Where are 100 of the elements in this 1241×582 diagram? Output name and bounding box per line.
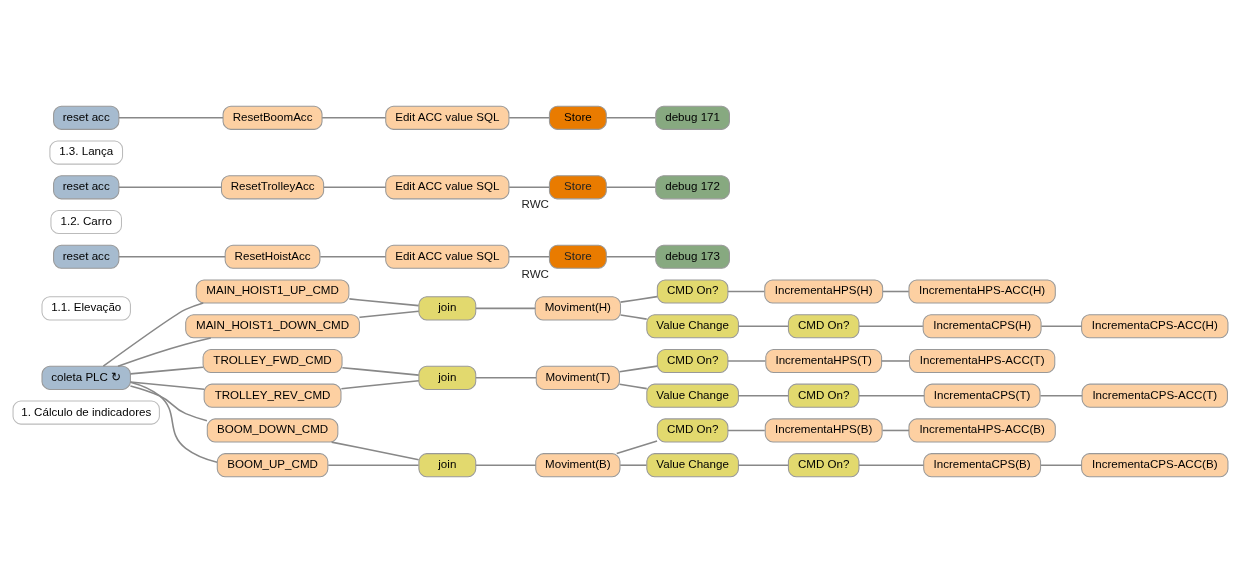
node-box: Value Change xyxy=(646,383,739,408)
node-label: RWC xyxy=(521,267,549,280)
node-box: IncrementaHPS(H) xyxy=(764,278,884,304)
node-box: Edit ACC value SQL xyxy=(385,105,510,130)
node-box: IncrementaCPS-ACC(T) xyxy=(1081,383,1228,408)
connector xyxy=(737,394,789,397)
node-box: coleta PLC ↻ xyxy=(41,365,131,390)
connector xyxy=(102,301,205,367)
connector xyxy=(340,379,420,389)
node-box: TROLLEY_REV_CMD xyxy=(203,383,342,408)
connector xyxy=(727,290,766,292)
connector xyxy=(605,186,657,188)
node-box: Value Change xyxy=(646,452,739,477)
node-box: IncrementaHPS-ACC(H) xyxy=(908,278,1056,304)
node-box: IncrementaCPS(T) xyxy=(923,383,1041,408)
connector xyxy=(348,297,420,306)
connector xyxy=(327,463,420,466)
node-box: IncrementaHPS-ACC(B) xyxy=(908,417,1056,443)
node-box: MAIN_HOIST1_DOWN_CMD xyxy=(185,313,360,338)
node-box: ResetBoomAcc xyxy=(222,105,323,130)
node-box: BOOM_UP_CMD xyxy=(216,452,329,477)
node-box: IncrementaHPS-ACC(T) xyxy=(908,348,1056,373)
node-box: CMD On? xyxy=(787,383,860,408)
connector xyxy=(858,324,924,327)
node-box: Edit ACC value SQL xyxy=(385,174,510,199)
connector xyxy=(330,440,420,460)
node-box: 1.2. Carro xyxy=(50,209,122,234)
connector xyxy=(618,383,648,389)
connector xyxy=(858,463,925,466)
connector xyxy=(737,324,789,327)
connector xyxy=(619,313,648,320)
node-box: ResetHoistAcc xyxy=(224,244,321,269)
node-box: CMD On? xyxy=(656,278,729,304)
node-box: MAIN_HOIST1_UP_CMD xyxy=(195,278,350,304)
connector xyxy=(319,255,387,258)
connector xyxy=(129,380,218,463)
connector xyxy=(358,309,420,318)
node-box: CMD On? xyxy=(656,417,729,443)
node-label: RWC xyxy=(521,197,549,210)
connector xyxy=(618,364,659,373)
node-box: CMD On? xyxy=(787,452,860,477)
node-box: reset acc xyxy=(53,105,120,130)
connector xyxy=(619,295,658,303)
node-box: IncrementaHPS(T) xyxy=(765,348,883,373)
connector xyxy=(882,290,910,292)
node-box: CMD On? xyxy=(656,348,729,373)
node-box: Store xyxy=(548,174,607,199)
node-box: debug 173 xyxy=(655,244,730,269)
node-box: join xyxy=(418,365,477,390)
connector xyxy=(117,336,212,367)
connector xyxy=(881,429,910,431)
node-box: CMD On? xyxy=(787,313,860,338)
node-box: IncrementaCPS(B) xyxy=(923,452,1042,477)
connector xyxy=(1040,324,1083,327)
connector xyxy=(1040,463,1083,466)
node-box: Moviment(T) xyxy=(535,365,620,390)
node-box: reset acc xyxy=(53,244,120,269)
connector xyxy=(475,463,537,466)
node-box: join xyxy=(418,452,477,477)
node-box: join xyxy=(418,295,477,320)
node-box: IncrementaHPS(B) xyxy=(764,417,883,443)
node-box: debug 172 xyxy=(655,174,730,199)
node-box: BOOM_DOWN_CMD xyxy=(206,417,339,443)
connector xyxy=(118,186,222,188)
node-box: 1.1. Elevação xyxy=(41,295,131,320)
connector xyxy=(858,394,925,397)
connector xyxy=(605,116,657,119)
node-box: Edit ACC value SQL xyxy=(385,244,510,269)
node-box: 1. Cálculo de indicadores xyxy=(12,399,160,425)
connector xyxy=(508,186,550,188)
connector xyxy=(129,384,208,422)
connector xyxy=(321,116,387,119)
node-box: Store xyxy=(548,244,607,269)
connector xyxy=(615,439,658,454)
connector xyxy=(605,255,657,258)
connector xyxy=(129,380,205,390)
node-box: Store xyxy=(548,105,607,130)
node-box: ResetTrolleyAcc xyxy=(220,174,325,199)
connector xyxy=(880,359,911,362)
connector xyxy=(727,429,766,431)
node-box: TROLLEY_FWD_CMD xyxy=(202,348,343,373)
connector xyxy=(508,255,550,258)
connector xyxy=(727,359,767,362)
node-box: 1.3. Lança xyxy=(49,139,124,165)
node-box: IncrementaCPS-ACC(B) xyxy=(1081,452,1229,477)
connector xyxy=(118,116,224,119)
node-box: IncrementaCPS(H) xyxy=(922,313,1042,338)
node-box: debug 171 xyxy=(655,105,730,130)
connector xyxy=(475,307,536,309)
connector xyxy=(737,463,789,466)
connector xyxy=(129,365,204,375)
node-box: IncrementaCPS-ACC(H) xyxy=(1081,313,1229,338)
connector xyxy=(508,116,550,119)
node-box: reset acc xyxy=(53,174,120,199)
node-box: Value Change xyxy=(646,313,739,338)
connector xyxy=(619,463,648,466)
connector xyxy=(323,186,387,188)
node-box: Moviment(H) xyxy=(534,295,622,320)
node-box: Moviment(B) xyxy=(535,452,621,477)
connector xyxy=(118,255,226,258)
